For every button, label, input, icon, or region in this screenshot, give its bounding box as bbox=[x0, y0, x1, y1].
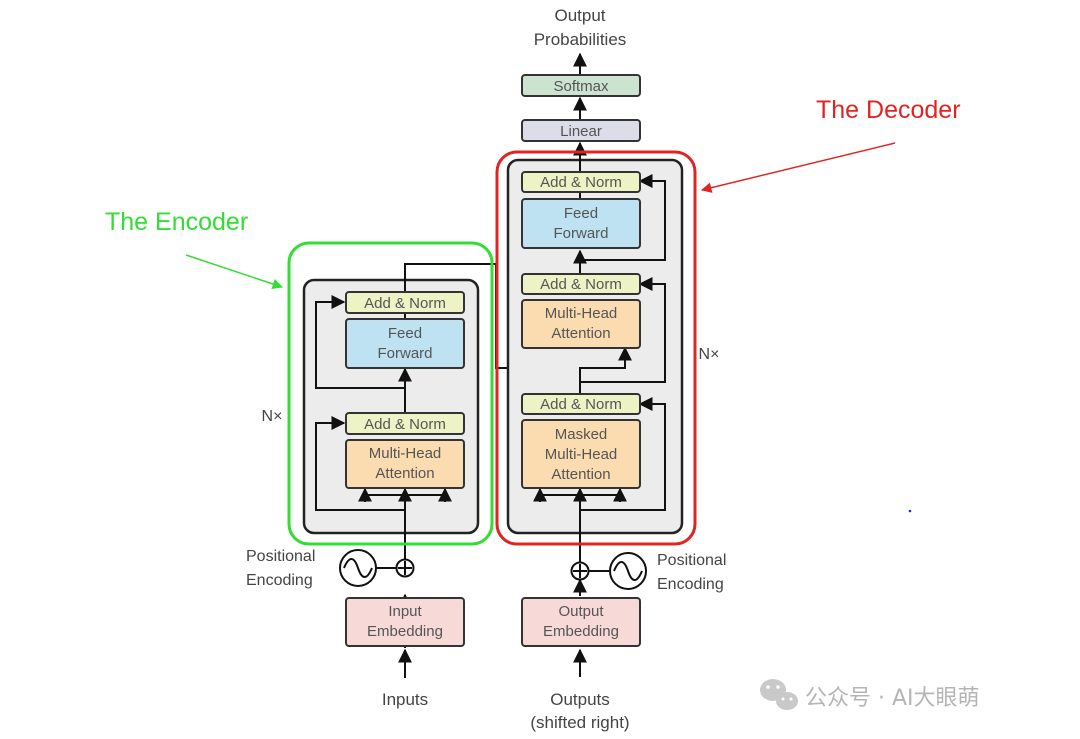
encoder-add-norm-bottom bbox=[345, 412, 465, 435]
encoder-attention-label-2: Attention bbox=[375, 465, 434, 482]
wechat-icon bbox=[760, 679, 798, 710]
decoder-callout: The Decoder bbox=[816, 96, 961, 124]
linear-label: Linear bbox=[560, 123, 602, 140]
watermark: 公众号 · AI大眼萌 bbox=[760, 679, 980, 711]
decoder-feed-forward-label-1: Feed bbox=[564, 205, 598, 222]
decoder-feed-forward bbox=[521, 198, 641, 249]
encoder-feed-forward-label-2: Forward bbox=[377, 345, 432, 362]
output-probabilities-label-2: Probabilities bbox=[534, 30, 627, 49]
input-embedding-label-1: Input bbox=[388, 603, 422, 620]
decoder-add-norm-1-label: Add & Norm bbox=[540, 174, 622, 191]
decoder-cross-attention-label-1: Multi-Head bbox=[545, 305, 618, 322]
decoder-add-norm-2-label: Add & Norm bbox=[540, 276, 622, 293]
outputs-shifted-label: (shifted right) bbox=[530, 713, 629, 732]
decoder-positional-label-2: Encoding bbox=[657, 576, 724, 593]
encoder-nx-label: N× bbox=[262, 408, 283, 425]
decoder-masked-label-3: Attention bbox=[551, 466, 610, 483]
outputs-label: Outputs bbox=[550, 690, 610, 709]
decoder-add-norm-3-label: Add & Norm bbox=[540, 396, 622, 413]
decoder-callout-arrow bbox=[700, 142, 896, 193]
decoder-add-norm-1 bbox=[521, 171, 641, 193]
decoder-cross-attention-label-2: Attention bbox=[551, 325, 610, 342]
decoder-nx-label: N× bbox=[699, 346, 720, 363]
output-embedding bbox=[521, 597, 641, 647]
encoder-multi-head-attention bbox=[345, 439, 465, 489]
encoder-residual-attn bbox=[315, 416, 405, 511]
input-embedding bbox=[345, 597, 465, 647]
softmax-block bbox=[521, 74, 641, 97]
decoder-masked-label-2: Multi-Head bbox=[545, 446, 618, 463]
encoder-callout: The Encoder bbox=[105, 208, 248, 236]
softmax-label: Softmax bbox=[553, 78, 609, 95]
encoder-add-norm-top-label: Add & Norm bbox=[364, 295, 446, 312]
linear-block bbox=[521, 119, 641, 142]
output-probabilities-label-1: Output bbox=[554, 6, 605, 25]
decoder-residual-cross bbox=[580, 277, 666, 383]
decoder-multi-head-attention bbox=[521, 299, 641, 349]
decoder-masked-label-1: Masked bbox=[555, 426, 608, 443]
encoder-add-norm-bottom-label: Add & Norm bbox=[364, 416, 446, 433]
decoder-highlight-box bbox=[495, 150, 697, 546]
output-head: Linear Softmax Output Probabilities bbox=[521, 6, 641, 142]
input-embedding-label-2: Embedding bbox=[367, 623, 443, 640]
decoder: Add & Norm Feed Forward Add & Norm Multi… bbox=[495, 52, 961, 732]
decoder-residual-ffn bbox=[580, 174, 666, 261]
stray-dot bbox=[908, 509, 912, 513]
output-embedding-label-1: Output bbox=[558, 603, 604, 620]
decoder-feed-forward-label-2: Forward bbox=[553, 225, 608, 242]
decoder-positional-label-1: Positional bbox=[657, 552, 726, 569]
watermark-text: 公众号 · AI大眼萌 bbox=[805, 686, 980, 711]
decoder-masked-attention bbox=[521, 419, 641, 489]
encoder-feed-forward-label-1: Feed bbox=[388, 325, 422, 342]
decoder-add-norm-3 bbox=[521, 393, 641, 415]
encoder-attention-label-1: Multi-Head bbox=[369, 445, 442, 462]
inputs-label: Inputs bbox=[382, 690, 428, 709]
decoder-residual-masked bbox=[580, 397, 666, 511]
output-embedding-label-2: Embedding bbox=[543, 623, 619, 640]
encoder-feed-forward bbox=[345, 318, 465, 369]
encoder-callout-arrow bbox=[185, 254, 283, 289]
encoder-add-norm-top bbox=[345, 291, 465, 314]
encoder-highlight-box bbox=[287, 241, 494, 546]
decoder-add-norm-2 bbox=[521, 273, 641, 295]
encoder-positional-label-2: Encoding bbox=[246, 572, 313, 589]
encoder-positional-label-1: Positional bbox=[246, 548, 315, 565]
encoder-residual-ffn bbox=[315, 295, 405, 389]
